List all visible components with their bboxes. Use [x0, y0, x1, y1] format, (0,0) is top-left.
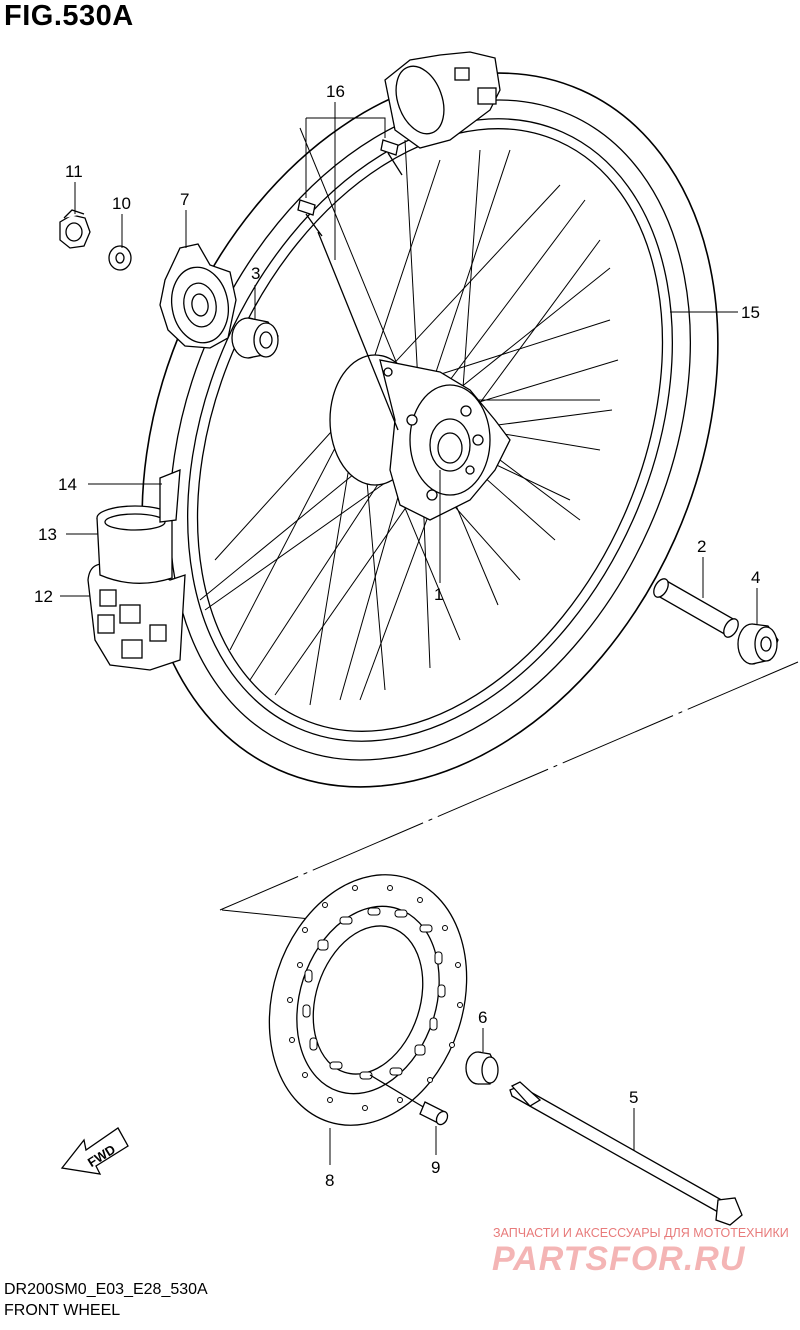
- disc-bolt: [369, 1074, 449, 1126]
- callout-12: 12: [34, 587, 53, 606]
- callout-numbers: 1 2 3 4 5 6 7 8 9 10 11 12 13 14 15 16 F…: [34, 82, 760, 1190]
- callout-1: 1: [434, 585, 443, 604]
- front-axle: [509, 1081, 743, 1226]
- speedometer-gearbox: [159, 243, 237, 349]
- spacer: [653, 578, 739, 638]
- inner-tube-band: [96, 505, 174, 584]
- valve-hole: [384, 51, 501, 149]
- watermark-logo: PARTSFOR.RU: [492, 1240, 746, 1278]
- rim-lock: [87, 559, 186, 671]
- callout-6: 6: [478, 1008, 487, 1027]
- fwd-arrow-icon: [60, 1127, 129, 1175]
- figure-name: FRONT WHEEL: [4, 1302, 121, 1319]
- callout-2: 2: [697, 537, 706, 556]
- bearing-3: [231, 317, 279, 359]
- axle-nut: [59, 209, 91, 249]
- watermark-caption: ЗАПЧАСТИ И АКСЕССУАРЫ ДЛЯ МОТОТЕХНИКИ: [493, 1226, 789, 1240]
- callout-7: 7: [180, 190, 189, 209]
- washer: [108, 245, 132, 271]
- callout-8: 8: [325, 1171, 334, 1190]
- axle-collar: [465, 1051, 499, 1085]
- figure-title: FIG.530A: [4, 0, 134, 32]
- assembly-guide-line: [221, 909, 321, 921]
- callout-10: 10: [112, 194, 131, 213]
- callout-15: 15: [741, 303, 760, 322]
- bearing-4: [737, 623, 779, 665]
- wheel-hub: [329, 354, 511, 521]
- callout-16: 16: [326, 82, 345, 101]
- spoke-nipple: [297, 139, 403, 229]
- axle-centerline: [219, 661, 799, 911]
- callout-4: 4: [751, 568, 760, 587]
- figure-code: DR200SM0_E03_E28_530A: [4, 1281, 208, 1298]
- leader-lines: [60, 102, 758, 1165]
- brake-disc: [268, 874, 468, 1126]
- callout-9: 9: [431, 1158, 440, 1177]
- callout-11: 11: [65, 162, 83, 181]
- callout-14: 14: [58, 475, 77, 494]
- valve-cap: [159, 469, 181, 523]
- callout-3: 3: [251, 264, 260, 283]
- callout-5: 5: [629, 1088, 638, 1107]
- spoke-long: [315, 227, 399, 431]
- callout-13: 13: [38, 525, 57, 544]
